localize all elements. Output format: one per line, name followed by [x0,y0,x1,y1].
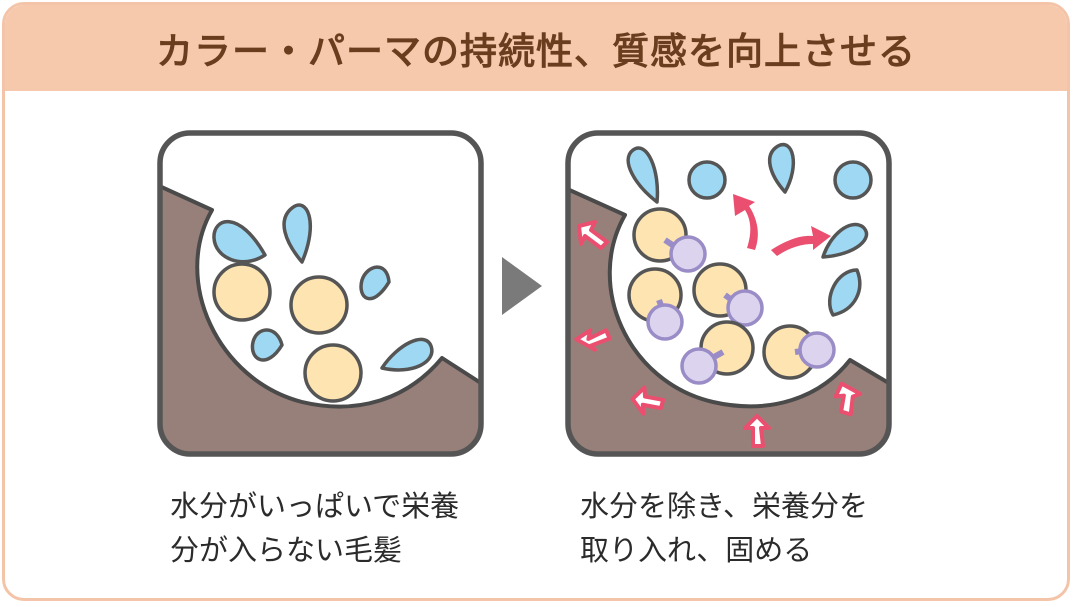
nutrient-particle [212,262,272,322]
arrow-in-icon [743,414,771,448]
inflow-arrows [574,220,863,448]
hair-shaft [160,183,481,454]
panel-before [157,130,484,457]
water-drop-icon [821,222,869,259]
outflow-arrows [733,194,831,256]
arrow-up-icon [733,194,758,250]
water-drop-icon [250,328,284,362]
caption-before: 水分がいっぱいで栄養 分が入らない毛髪 [170,484,459,572]
water-drop-icon [767,142,795,194]
caption-line: 取り入れ、固める [580,533,813,567]
nutrient-molecules [627,207,836,385]
nutrient-molecule [680,320,755,385]
caption-line: 分が入らない毛髪 [170,533,403,567]
header-band: カラー・パーマの持続性、質感を向上させる [5,5,1067,91]
nutrient-molecule [762,324,836,380]
arrow-in-icon [833,381,863,417]
nutrient-particle [289,275,349,335]
hair-shaft [568,186,889,454]
water-drop-icon [626,146,660,204]
nutrient-particles [212,262,363,403]
caption-after: 水分を除き、栄養分を 取り入れ、固める [580,484,868,572]
arrow-in-icon [574,328,612,352]
water-drop-icon [833,160,873,200]
arrow-in-icon [577,220,609,250]
caption-line: 水分がいっぱいで栄養 [170,489,460,523]
water-drops [626,142,873,317]
panel-after [565,130,892,457]
water-drop-icon [687,160,727,200]
arrow-in-icon [630,385,666,416]
water-drop-icon [282,203,312,264]
water-drops [212,203,434,372]
water-drop-icon [359,265,391,301]
nutrient-particle [303,343,363,403]
caption-line: 水分を除き、栄養分を [580,489,868,523]
water-drop-icon [212,219,267,264]
water-drop-icon [827,268,862,317]
water-drop-icon [380,337,434,372]
play-triangle-icon [502,257,542,315]
nutrient-molecule [632,207,707,273]
nutrient-molecule [627,267,684,341]
page-title: カラー・パーマの持続性、質感を向上させる [156,30,916,73]
nutrient-molecule [692,262,764,327]
arrow-right-icon [771,226,831,256]
